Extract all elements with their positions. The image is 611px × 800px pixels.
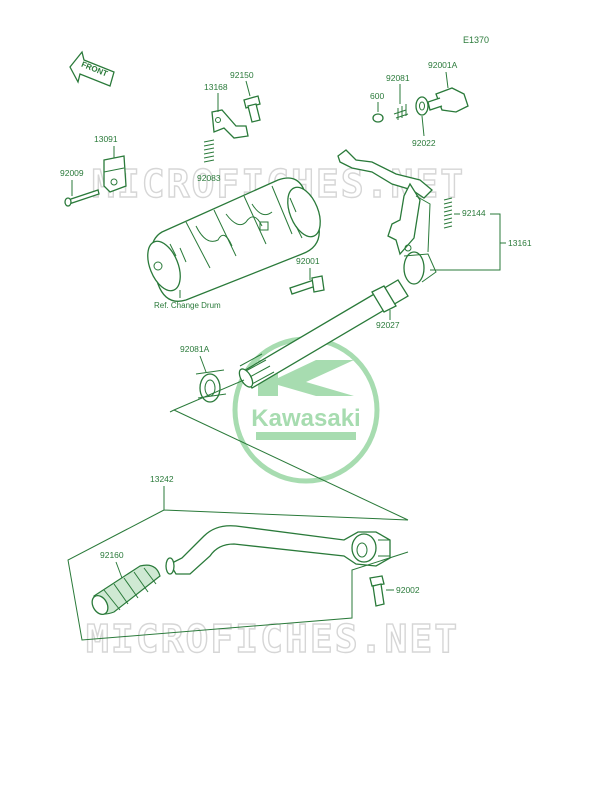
- label-ref-change-drum: Ref. Change Drum: [154, 301, 221, 310]
- label-13091: 13091: [94, 134, 118, 144]
- part-92150-bolt: [243, 95, 261, 123]
- watermark-bottom: MICROFICHES.NET: [86, 617, 459, 661]
- change-drum: [147, 177, 321, 302]
- part-92083-spring: [203, 139, 215, 163]
- part-13242-shift-pedal: [165, 525, 391, 575]
- label-92001: 92001: [296, 256, 320, 266]
- label-92001A: 92001A: [428, 60, 458, 70]
- kawasaki-logo-text: Kawasaki: [251, 405, 360, 432]
- part-13091-bracket: [103, 155, 127, 193]
- part-92022-washer: [415, 96, 429, 116]
- part-92081A-spring: [195, 369, 227, 403]
- label-92027: 92027: [376, 320, 400, 330]
- part-13161-shift-shaft: [337, 149, 437, 285]
- label-92022: 92022: [412, 138, 436, 148]
- label-13242: 13242: [150, 474, 174, 484]
- label-92150: 92150: [230, 70, 254, 80]
- part-92001-bolt: [289, 275, 325, 295]
- part-92001A-plug: [427, 87, 469, 113]
- label-92160: 92160: [100, 550, 124, 560]
- part-92002-bolt: [369, 575, 385, 607]
- part-13168-plate: [211, 109, 249, 139]
- label-13161: 13161: [508, 238, 532, 248]
- diagram-code: E1370: [463, 35, 489, 45]
- label-600: 600: [370, 91, 384, 101]
- label-92083: 92083: [197, 173, 221, 183]
- part-600-ball: [372, 113, 384, 123]
- label-92081: 92081: [386, 73, 410, 83]
- kawasaki-k-logo-icon: Kawasaki: [232, 336, 380, 484]
- front-arrow-icon: FRONT: [69, 50, 115, 87]
- part-92027-shaft: [238, 279, 409, 389]
- label-13168: 13168: [204, 82, 228, 92]
- part-92144-spring: [443, 197, 453, 229]
- part-92081-spring: [393, 104, 409, 120]
- label-92009: 92009: [60, 168, 84, 178]
- label-92081A: 92081A: [180, 344, 210, 354]
- part-92160-pedal-rubber: [91, 564, 161, 615]
- label-92002: 92002: [396, 585, 420, 595]
- part-92009-bolt: [64, 189, 100, 207]
- label-92144: 92144: [462, 208, 486, 218]
